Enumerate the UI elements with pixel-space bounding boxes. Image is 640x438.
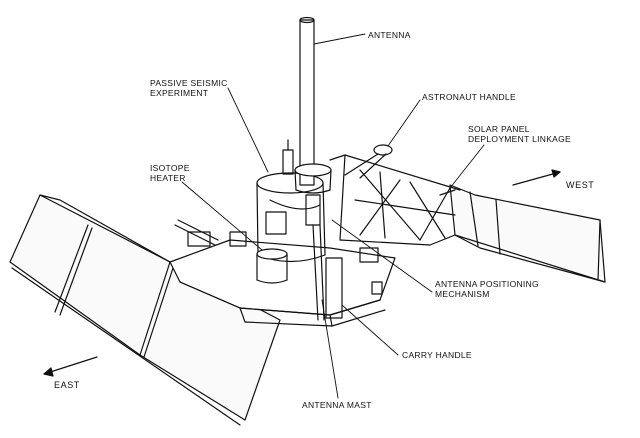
label-antenna-positioning-line1: ANTENNA POSITIONING [435,279,539,289]
deployment-linkage [329,154,461,246]
isotope-heater-unit [256,248,288,284]
top-fittings [282,139,294,175]
label-east: EAST [54,380,80,390]
astronaut-handle-part [344,144,393,179]
east-solar-panel [9,194,281,426]
label-solar-panel-line1: SOLAR PANEL [468,124,530,134]
label-solar-panel-linkage: SOLAR PANEL DEPLOYMENT LINKAGE [468,124,571,144]
label-isotope-heater: ISOTOPE HEATER [150,163,190,183]
label-antenna-positioning-line2: MECHANISM [435,289,490,299]
label-passive-seismic-line1: PASSIVE SEISMIC [150,78,228,88]
leader-lines [181,33,485,399]
label-antenna: ANTENNA [368,30,411,40]
east-arrow [43,356,98,377]
west-solar-panel [449,184,606,283]
label-solar-panel-line2: DEPLOYMENT LINKAGE [468,134,572,144]
label-antenna-positioning: ANTENNA POSITIONING MECHANISM [435,279,539,299]
label-carry-handle: CARRY HANDLE [402,350,472,360]
west-arrow [512,169,561,186]
label-passive-seismic: PASSIVE SEISMIC EXPERIMENT [150,78,228,98]
label-isotope-line1: ISOTOPE [150,163,190,173]
label-antenna-mast: ANTENNA MAST [302,400,372,410]
label-west: WEST [566,180,595,190]
central-platform [169,219,396,327]
label-isotope-line2: HEATER [150,173,186,183]
label-passive-seismic-line2: EXPERIMENT [150,88,209,98]
label-astronaut-handle: ASTRONAUT HANDLE [422,92,516,102]
antenna-assembly [294,16,343,321]
